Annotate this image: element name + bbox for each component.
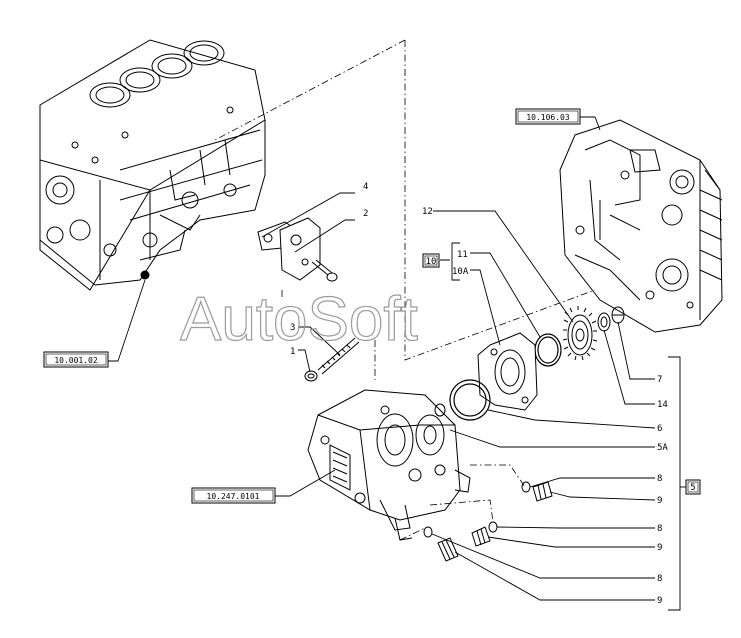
leader-lines <box>108 116 686 611</box>
callout-8-lower: 8 <box>657 574 662 584</box>
callout-10a: 10A <box>452 267 469 277</box>
callout-9-lower: 9 <box>657 596 662 606</box>
callout-5: 5 <box>690 483 695 493</box>
pump-gear-drawing <box>562 306 598 361</box>
plug-9-mid <box>471 526 491 547</box>
engine-block-drawing <box>39 39 266 291</box>
callout-9-mid: 9 <box>657 543 662 553</box>
pump-flange <box>477 332 538 411</box>
callout-2: 2 <box>363 209 368 219</box>
callout-8-mid: 8 <box>657 524 662 534</box>
seal-ring-14 <box>597 312 611 332</box>
callout-11: 11 <box>457 250 468 260</box>
ref-label-block: 10.001.02 <box>54 356 98 365</box>
washer-8-mid <box>488 521 498 533</box>
callout-box-10: 10 <box>422 253 440 268</box>
callout-5a: 5A <box>657 443 668 453</box>
callout-3: 3 <box>290 323 295 333</box>
washer-8-lower <box>423 526 433 538</box>
plug-9-lower <box>437 537 459 562</box>
callout-14: 14 <box>657 400 668 410</box>
assembly-dash-lines <box>214 39 596 541</box>
ref-box-housing[interactable]: 10.106.03 <box>515 108 581 125</box>
callout-9-upper: 9 <box>657 496 662 506</box>
nut-1 <box>304 370 318 382</box>
ref-box-block[interactable]: 10.001.02 <box>43 351 109 368</box>
callout-12: 12 <box>422 207 433 217</box>
high-pressure-pump-drawing <box>307 389 471 541</box>
ref-label-housing: 10.106.03 <box>526 113 570 122</box>
callout-box-5: 5 <box>685 479 701 495</box>
stud-3 <box>317 337 360 375</box>
o-ring-6 <box>449 379 491 421</box>
washer-8-upper <box>521 481 531 493</box>
o-ring-11 <box>534 333 562 367</box>
callout-1: 1 <box>290 347 295 357</box>
timing-housing-drawing <box>559 119 723 333</box>
callout-4: 4 <box>363 182 368 192</box>
plug-9-upper <box>532 481 553 502</box>
callout-8-upper: 8 <box>657 474 662 484</box>
callout-6: 6 <box>657 424 662 434</box>
ref-label-pump: 10.247.0101 <box>207 492 260 501</box>
callout-10: 10 <box>426 257 437 267</box>
callout-7: 7 <box>657 375 662 385</box>
ref-box-pump[interactable]: 10.247.0101 <box>191 487 276 504</box>
watermark-text: AutoSoft <box>180 285 418 354</box>
bolt-upper <box>311 259 338 282</box>
callout-numbers: 4 2 12 11 10A 3 1 7 14 6 5A 8 9 8 9 8 9 <box>290 182 668 606</box>
